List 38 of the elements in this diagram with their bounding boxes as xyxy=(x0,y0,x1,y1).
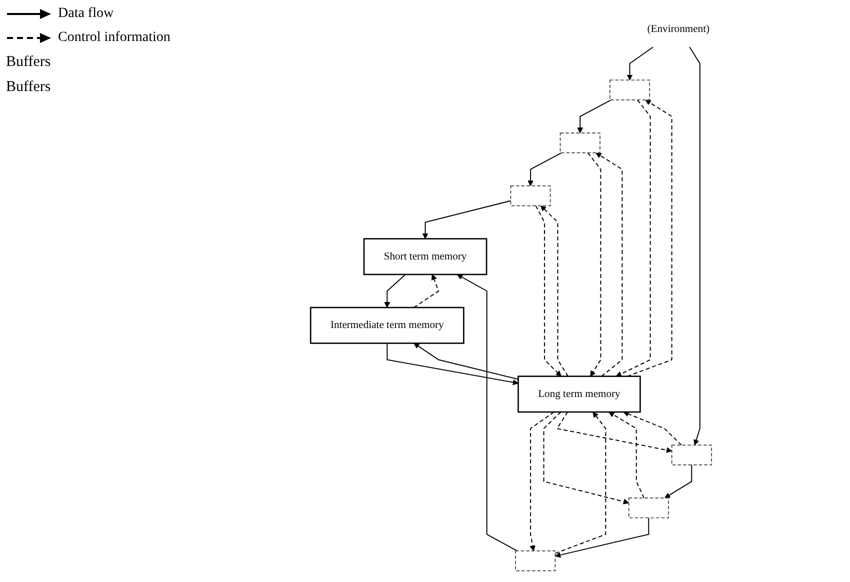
arrow xyxy=(608,412,645,498)
node-box: Long term memory xyxy=(518,376,641,413)
arrow xyxy=(554,412,606,554)
arrow xyxy=(386,342,518,386)
arrow xyxy=(664,464,692,498)
arrow xyxy=(689,46,700,446)
node-box xyxy=(515,550,556,572)
arrow xyxy=(422,200,512,240)
arrow xyxy=(543,412,630,504)
arrow xyxy=(456,274,518,552)
node-text: (Environment) xyxy=(647,23,710,34)
arrow xyxy=(577,99,612,134)
node-box xyxy=(609,80,650,100)
arrow xyxy=(554,517,650,558)
arrow xyxy=(384,274,406,308)
arrow xyxy=(556,412,672,453)
arrow xyxy=(528,152,562,186)
node-box xyxy=(628,497,669,518)
arrow xyxy=(623,411,682,446)
arrow xyxy=(626,46,654,80)
node-box: Intermediate term memory xyxy=(310,306,464,344)
arrow xyxy=(587,152,602,377)
node-box xyxy=(671,444,712,466)
node-box xyxy=(560,132,600,154)
node-box: Short term memory xyxy=(363,238,488,276)
legend-text: Data flow xyxy=(58,6,114,22)
node-box xyxy=(510,185,551,206)
arrow xyxy=(540,205,569,377)
arrow xyxy=(616,99,651,377)
arrow xyxy=(535,205,562,377)
arrow xyxy=(530,412,554,552)
arrow xyxy=(626,100,672,377)
group-label: Buffers xyxy=(6,54,52,71)
group-label: Buffers xyxy=(6,79,52,96)
arrow xyxy=(414,342,519,380)
arrow xyxy=(413,274,440,308)
legend-text: Control information xyxy=(58,30,170,46)
arrow xyxy=(596,152,623,377)
